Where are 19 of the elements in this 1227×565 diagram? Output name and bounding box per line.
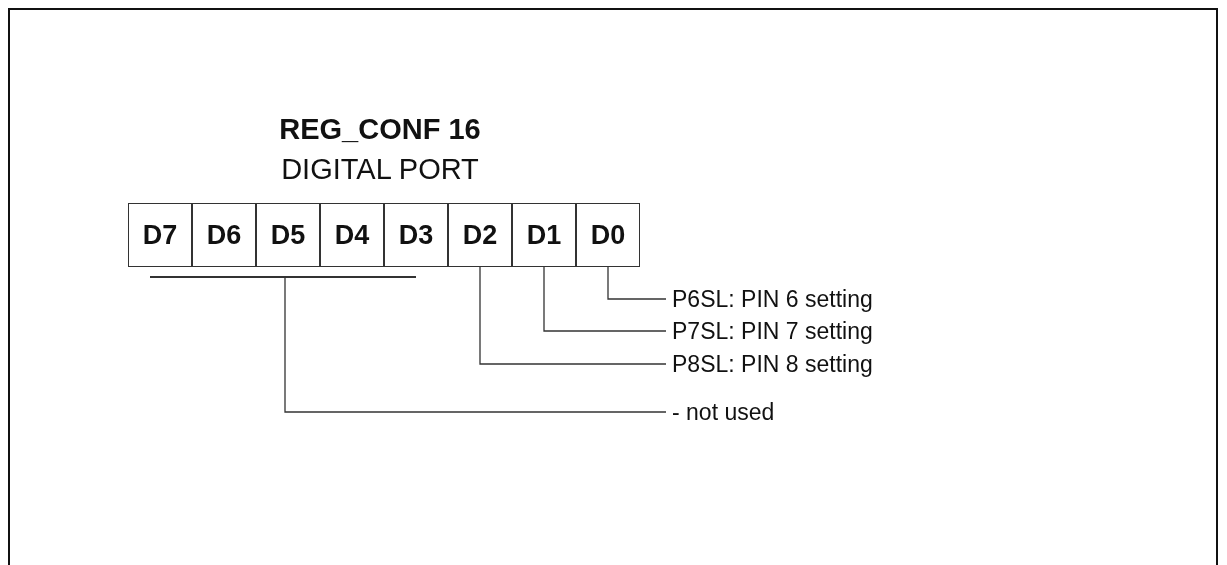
register-subtitle: DIGITAL PORT [280, 153, 480, 186]
bit-description: P8SL: PIN 8 setting [672, 350, 972, 378]
bit-description: P6SL: PIN 6 setting [672, 285, 972, 313]
register-bit-cell: D0 [576, 203, 640, 267]
leader-line [284, 277, 667, 413]
register-title: REG_CONF 16 [278, 113, 482, 146]
register-bit-cell: D4 [320, 203, 384, 267]
leader-line [543, 266, 667, 332]
register-bit-cell: D5 [256, 203, 320, 267]
bracket-line [150, 276, 416, 278]
bit-description: P7SL: PIN 7 setting [672, 317, 972, 345]
bit-description: - not used [672, 398, 872, 426]
leader-line [607, 266, 667, 300]
register-bit-cell: D1 [512, 203, 576, 267]
register-bit-cell: D6 [192, 203, 256, 267]
leader-line [479, 266, 667, 365]
register-bit-cell: D3 [384, 203, 448, 267]
register-bit-cell: D2 [448, 203, 512, 267]
register-bit-cell: D7 [128, 203, 192, 267]
